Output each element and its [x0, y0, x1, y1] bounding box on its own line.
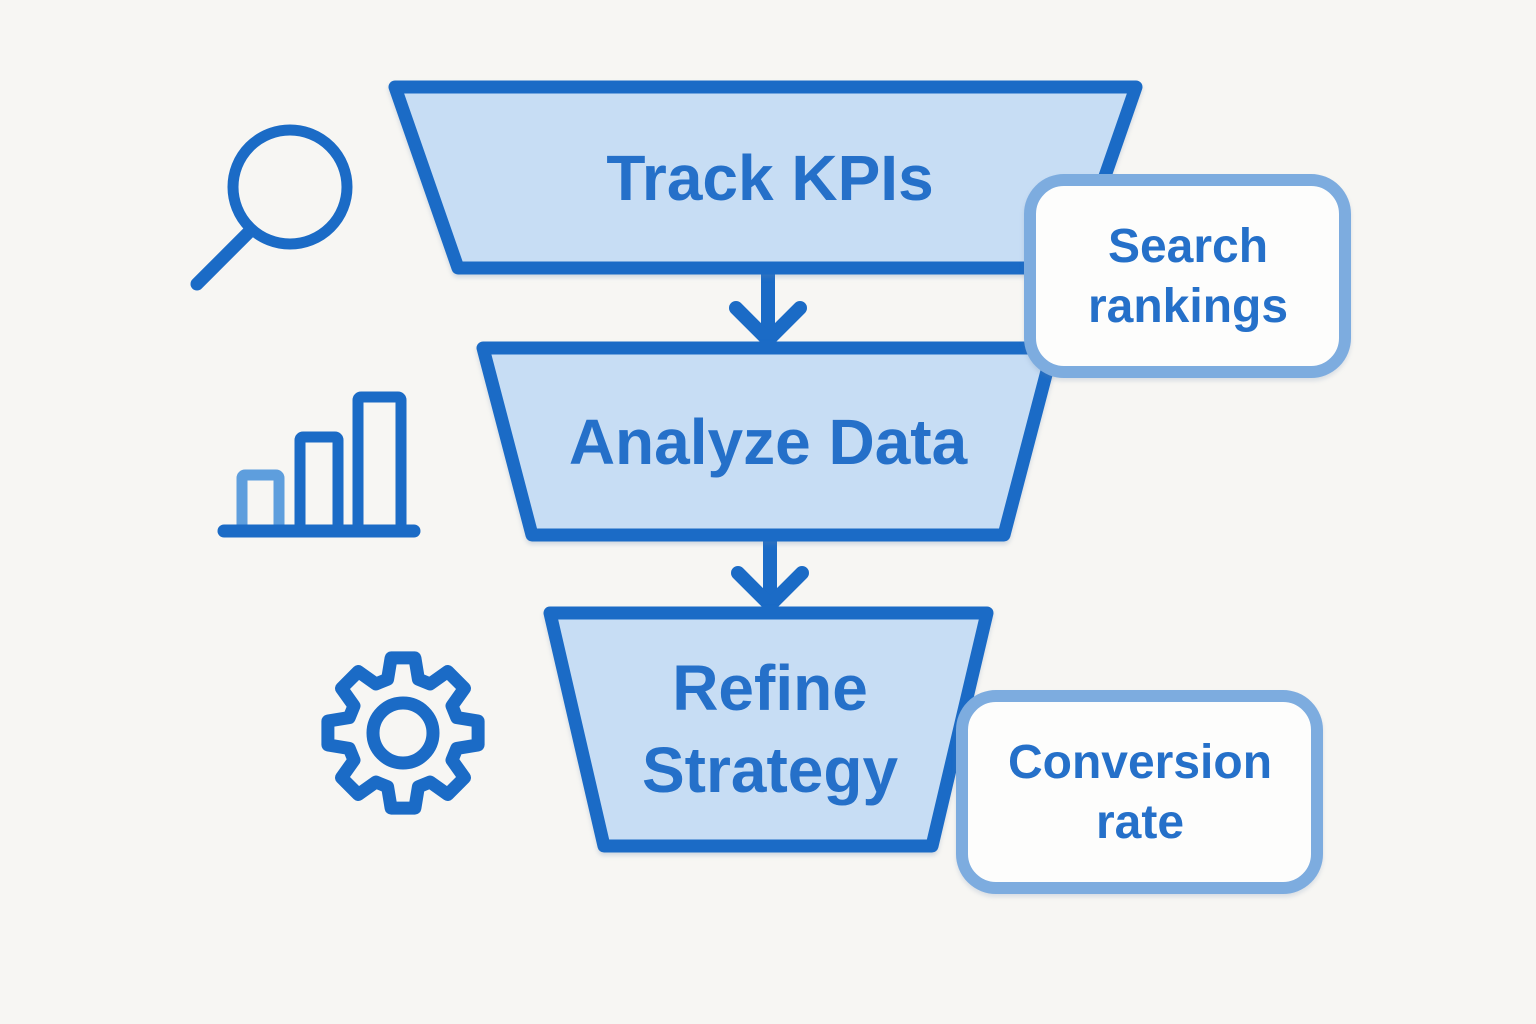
magnifier-handle — [190, 226, 255, 291]
bar-chart-icon — [217, 391, 421, 538]
funnel-stage-label: Analyze Data — [569, 406, 968, 478]
annotation-label: rankings — [1088, 280, 1288, 333]
funnel-stage-refine-strategy: Refine Strategy — [543, 606, 994, 853]
annotation-label: Search — [1108, 220, 1268, 273]
annotation-search-rankings: Search rankings — [1024, 174, 1351, 378]
arrow-down-icon — [731, 530, 809, 612]
gear-hub — [366, 696, 440, 770]
funnel-stage-label: Track KPIs — [606, 142, 933, 214]
annotation-label: rate — [1096, 796, 1184, 849]
funnel-stage-label: Strategy — [642, 734, 899, 806]
funnel-stage-shape — [476, 341, 1060, 542]
bar-chart-bar-medium — [294, 431, 344, 537]
annotation-conversion-rate: Conversion rate — [956, 690, 1323, 894]
annotation-box — [1024, 174, 1351, 378]
funnel-stage-label: Refine — [672, 652, 868, 724]
funnel-stage-shape — [543, 606, 994, 853]
arrow-down-icon — [729, 263, 807, 347]
annotation-label: Conversion — [1008, 736, 1272, 789]
bar-chart-bar-tall — [352, 391, 407, 537]
funnel-stage-analyze-data: Analyze Data — [476, 341, 1060, 542]
magnifier-icon — [190, 124, 353, 291]
gear-icon — [321, 651, 485, 815]
magnifier-lens — [227, 124, 353, 250]
bar-chart-bar-small — [236, 469, 285, 537]
annotation-box — [956, 690, 1323, 894]
gear-outline — [321, 651, 485, 815]
